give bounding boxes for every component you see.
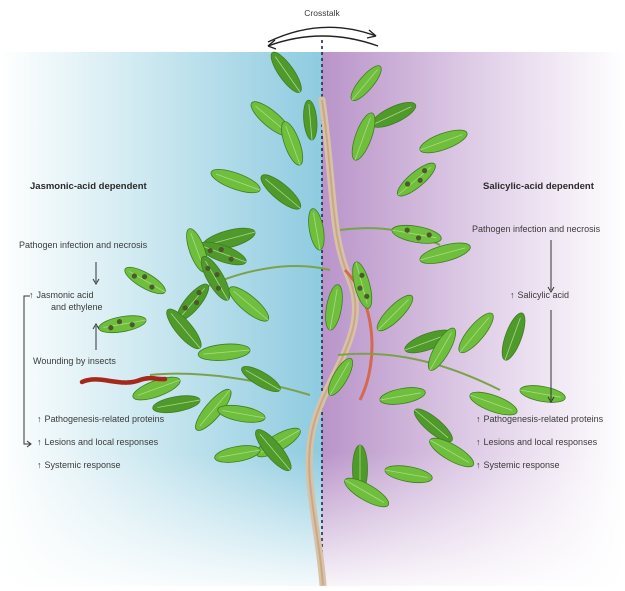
right-infection-label: Pathogen infection and necrosis	[472, 224, 600, 235]
right-response-1: ↑Pathogenesis-related proteins	[476, 414, 603, 425]
left-response-2: ↑Lesions and local responses	[37, 437, 158, 448]
jasmonic-heading: Jasmonic-acid dependent	[30, 181, 147, 192]
left-hormone-label: ↑Jasmonic acid	[29, 290, 94, 301]
up-arrow-icon: ↑	[476, 460, 481, 470]
up-arrow-icon: ↑	[37, 460, 42, 470]
up-arrow-icon: ↑	[37, 414, 42, 424]
crosstalk-label: Crosstalk	[304, 8, 339, 19]
jasmonic-panel-fade	[0, 52, 322, 586]
left-hormone-line1: Jasmonic acid	[37, 290, 94, 300]
left-response-2-text: Lesions and local responses	[45, 437, 159, 447]
wounding-label: Wounding by insects	[33, 356, 116, 367]
salicylic-acid-text: Salicylic acid	[518, 290, 570, 300]
left-response-1: ↑Pathogenesis-related proteins	[37, 414, 164, 425]
crosstalk-arrows-icon	[268, 27, 378, 49]
salicylic-heading: Salicylic-acid dependent	[483, 181, 594, 192]
up-arrow-icon: ↑	[510, 290, 515, 300]
right-response-2: ↑Lesions and local responses	[476, 437, 597, 448]
left-response-3-text: Systemic response	[45, 460, 121, 470]
left-response-3: ↑Systemic response	[37, 460, 121, 471]
right-response-3-text: Systemic response	[484, 460, 560, 470]
up-arrow-icon: ↑	[29, 290, 34, 300]
up-arrow-icon: ↑	[476, 414, 481, 424]
left-infection-label: Pathogen infection and necrosis	[19, 240, 147, 251]
right-response-1-text: Pathogenesis-related proteins	[484, 414, 604, 424]
left-response-1-text: Pathogenesis-related proteins	[45, 414, 165, 424]
salicylic-acid-label: ↑Salicylic acid	[510, 290, 569, 301]
up-arrow-icon: ↑	[37, 437, 42, 447]
left-hormone-line2: and ethylene	[51, 302, 103, 313]
right-response-3: ↑Systemic response	[476, 460, 560, 471]
up-arrow-icon: ↑	[476, 437, 481, 447]
right-response-2-text: Lesions and local responses	[484, 437, 598, 447]
